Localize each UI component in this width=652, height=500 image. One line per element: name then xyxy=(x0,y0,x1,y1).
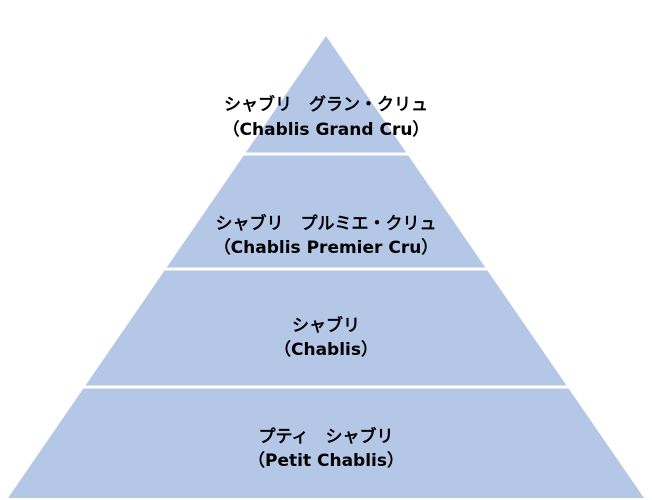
pyramid-body xyxy=(8,36,644,498)
tier-premier-cru: シャブリ プルミエ・クリュ （Chablis Premier Cru） xyxy=(214,213,439,258)
tier-grand-cru-name-en: （Chablis Grand Cru） xyxy=(223,119,430,140)
tier-grand-cru-name-ja: シャブリ グラン・クリュ xyxy=(224,94,428,115)
tier-chablis: シャブリ （Chablis） xyxy=(274,315,378,360)
tier-petit-chablis-name-en: （Petit Chablis） xyxy=(248,450,404,471)
tier-premier-cru-name-en: （Chablis Premier Cru） xyxy=(214,237,439,258)
tier-grand-cru: シャブリ グラン・クリュ （Chablis Grand Cru） xyxy=(223,94,430,140)
tier-premier-cru-name-ja: シャブリ プルミエ・クリュ xyxy=(216,213,437,234)
tier-chablis-name-ja: シャブリ xyxy=(292,315,360,336)
tier-chablis-name-en: （Chablis） xyxy=(274,339,378,360)
tier-petit-chablis-name-ja: プティ シャブリ xyxy=(259,426,394,447)
tier-petit-chablis: プティ シャブリ （Petit Chablis） xyxy=(248,426,404,471)
